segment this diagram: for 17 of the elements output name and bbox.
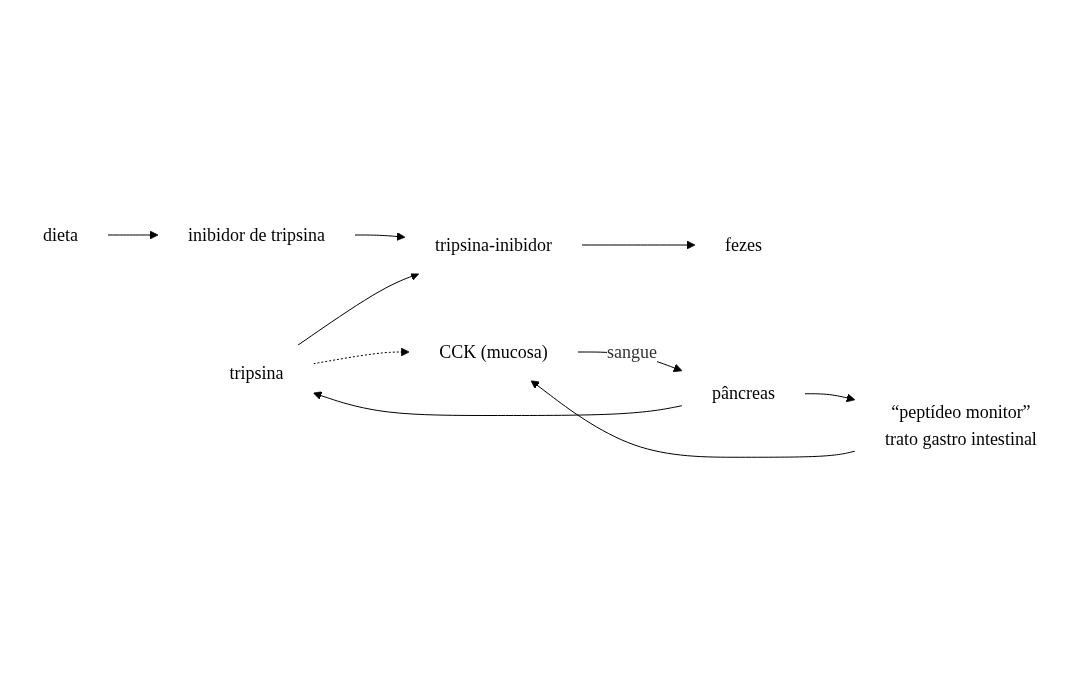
arrow [804,393,856,403]
arrow [354,232,406,241]
node-text: tripsina-inibidor [435,234,553,255]
node-text: dieta [43,224,79,245]
arrow [107,230,159,240]
node-text: CCK (mucosa) [439,341,548,362]
node-text: inibidor de tripsina [188,224,326,245]
edge-label: sangue [607,341,657,362]
arrow [530,380,856,458]
node-text: fezes [725,234,762,255]
node-text: tripsina [229,363,284,384]
node-text: “peptídeo monitor” trato gastro intestinal [884,401,1037,449]
arrow [297,272,420,346]
arrow [313,391,683,416]
arrow [313,347,410,365]
arrow [581,240,696,250]
node-text: pâncreas [712,383,775,404]
